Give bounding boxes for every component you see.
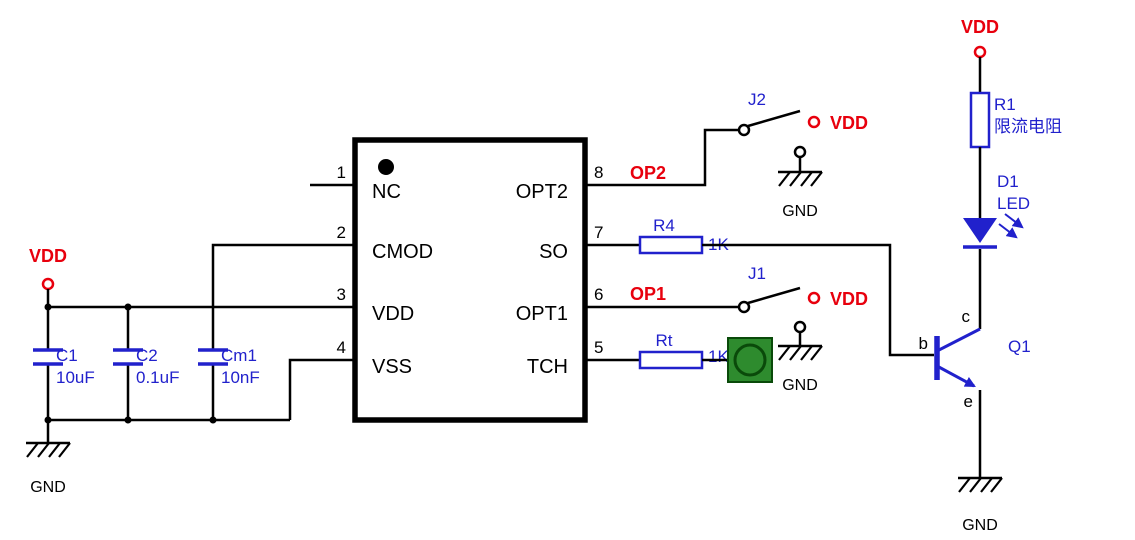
junction-dot [124,416,132,424]
cm1-ref: Cm1 [221,346,257,365]
q1-collector-label: c [962,307,971,326]
led-emission-arrow [1004,213,1024,229]
r1-desc: 限流电阻 [994,117,1062,136]
cmod-trace-wire [211,243,355,420]
j2-vdd-pad [807,115,821,129]
op1-net-label: OP1 [630,284,666,304]
pin-name-vdd: VDD [372,303,414,325]
c2-ref: C2 [136,346,158,365]
j1-switch-arm [747,286,801,305]
led-symbol-anode [963,218,997,243]
ground-symbol-right [956,476,1004,494]
r1-resistor-symbol [969,91,991,149]
ic-body: 1 2 3 4 NC CMOD VDD VSS OPT2 SO OPT1 TCH… [288,137,603,423]
j2-vdd-label: VDD [830,113,868,133]
pin-number-3: 3 [337,285,346,304]
output-stage: VDD R1 限流电阻 D1 LED c b e Q1 GND [919,17,1062,534]
left-power-section: VDD GND C1 10uF C2 0.1uF Cm1 10nF [24,243,355,496]
j2-gnd-pad [793,145,807,159]
vss-trace-wire [288,358,355,420]
j1-vdd-pad [807,291,821,305]
j1-gnd-pad [793,320,807,334]
c1-value: 10uF [56,368,95,387]
q1-emitter-label: e [964,392,973,411]
gnd-right-label: GND [962,517,998,534]
rt-resistor-symbol [638,350,704,370]
pin-name-tch: TCH [527,356,568,378]
r1-ref: R1 [994,95,1016,114]
c1-ref: C1 [56,346,78,365]
c2-value: 0.1uF [136,368,179,387]
q1-ref: Q1 [1008,337,1031,356]
capacitor-cm1: Cm1 10nF [198,243,355,420]
junction-dots [44,303,217,424]
touch-pad-ring [733,343,767,377]
pin-number-7: 7 [594,223,603,242]
q1-collector-line [936,327,981,353]
cm1-capacitor-symbol [198,348,228,366]
pin-number-2: 2 [337,223,346,242]
vdd-left-terminal [41,277,55,291]
pin-number-4: 4 [337,338,346,357]
j1-ref: J1 [748,264,766,283]
j2-switch-arm [747,109,801,128]
pin-name-vss: VSS [372,356,412,378]
pin-name-nc: NC [372,181,401,203]
r4-resistor-symbol [638,235,704,255]
ic-outline [352,137,588,423]
d1-type-label: LED [997,194,1030,213]
junction-dot [44,416,52,424]
pin-name-cmod: CMOD [372,241,433,263]
j2-common-pad [737,123,751,137]
cm1-value: 10nF [221,368,260,387]
capacitor-c2: C2 0.1uF [113,307,179,420]
pin-number-1: 1 [337,163,346,182]
ground-symbol-left [24,441,72,459]
so-to-base-wire [702,243,934,357]
j1-common-pad [737,300,751,314]
ground-symbol-j1 [776,344,824,362]
c2-capacitor-symbol [113,348,143,366]
r4-ref: R4 [653,216,675,235]
net-op1-jumper-j1: OP1 J1 VDD GND [585,264,868,394]
j1-gnd-label: GND [782,377,818,394]
capacitor-c1: C1 10uF [33,307,95,420]
j2-ref: J2 [748,90,766,109]
pin-name-so: SO [539,241,568,263]
net-op2-jumper-j2: OP2 J2 VDD GND [585,90,868,220]
rt-value: 1K [708,347,729,366]
led-emission-arrow [998,223,1018,239]
junction-dot [124,303,132,311]
vdd-left-label: VDD [29,246,67,266]
pin1-marker-dot [378,159,394,175]
rt-ref: Rt [656,331,673,350]
net-so-r4: R4 1K [585,216,934,357]
op2-wire [585,128,739,187]
gnd-left-label: GND [30,479,66,496]
pin-name-opt2: OPT2 [516,181,568,203]
vdd-right-label: VDD [961,17,999,37]
op2-net-label: OP2 [630,163,666,183]
j2-gnd-label: GND [782,203,818,220]
net-tch-rt-touchpad: Rt 1K [585,331,773,383]
junction-dot [209,416,217,424]
ground-symbol-j2 [776,170,824,188]
junction-dot [44,303,52,311]
d1-ref: D1 [997,172,1019,191]
j1-vdd-label: VDD [830,289,868,309]
pin-number-6: 6 [594,285,603,304]
pin-name-opt1: OPT1 [516,303,568,325]
q1-base-label: b [919,334,928,353]
vdd-right-terminal [973,45,987,59]
q1-emitter-line [936,364,976,388]
pin-number-5: 5 [594,338,603,357]
pin-number-8: 8 [594,163,603,182]
c1-capacitor-symbol [33,348,63,366]
